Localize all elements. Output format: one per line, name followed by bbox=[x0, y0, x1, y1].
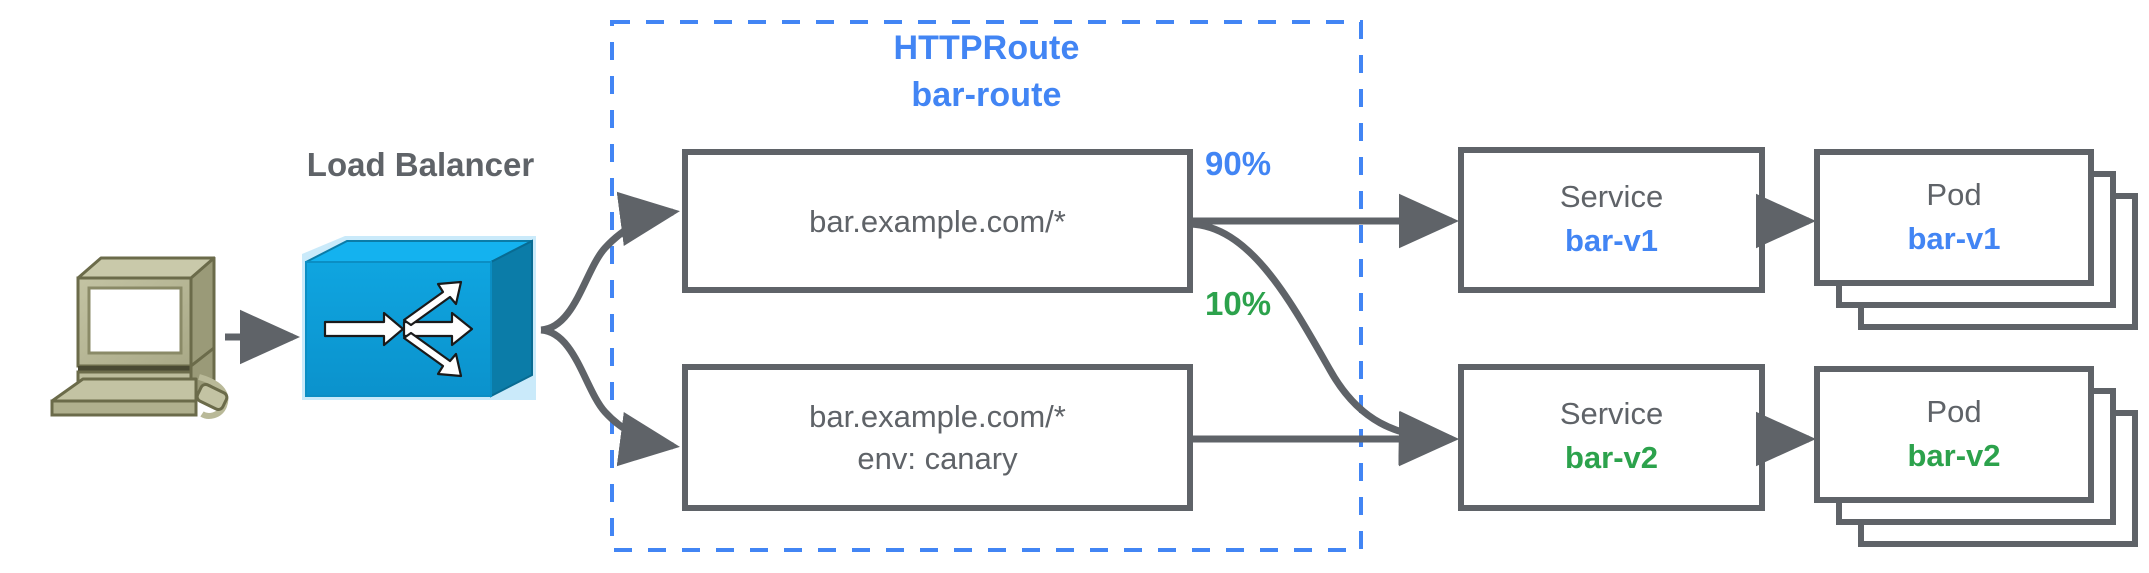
pod-box-v1-front bbox=[1814, 149, 2094, 286]
httproute-boundary bbox=[610, 20, 1363, 552]
rule-box-2 bbox=[682, 364, 1193, 511]
pod-stack-v2 bbox=[1814, 366, 2138, 547]
pod-stack-v1 bbox=[1814, 149, 2138, 330]
service-box-v1 bbox=[1458, 147, 1765, 293]
pod-box-v2-front bbox=[1814, 366, 2094, 503]
service-box-v2 bbox=[1458, 364, 1765, 511]
arrow-lb-to-rule-2 bbox=[540, 326, 680, 467]
desktop-computer-icon bbox=[50, 256, 229, 419]
arrow-lb-to-rule-1 bbox=[540, 191, 680, 334]
arrow-rule1-to-service-v2 bbox=[1189, 220, 1459, 466]
load-balancer-switch-icon bbox=[302, 236, 536, 400]
rule-box-1 bbox=[682, 149, 1193, 293]
